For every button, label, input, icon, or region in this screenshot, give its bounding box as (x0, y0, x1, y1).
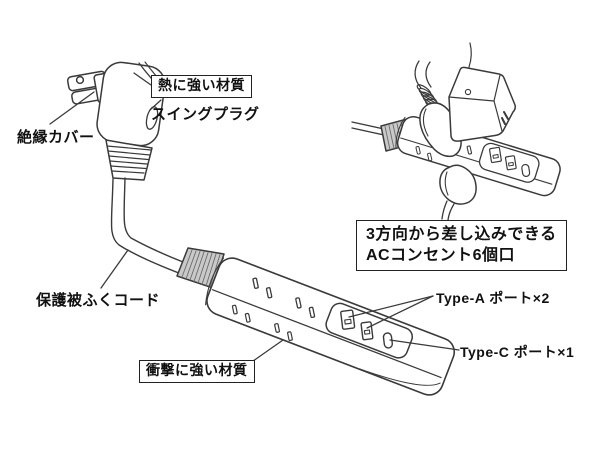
plug-body (439, 164, 477, 205)
leader-swing-plug (149, 99, 162, 111)
outlet-slot (231, 304, 238, 315)
outlet-slot (265, 287, 273, 299)
leader-heat-resistant (133, 72, 152, 86)
outlet-slots-side (231, 304, 293, 342)
front-plug (439, 164, 477, 221)
outlet-callout-line1: 3方向から差し込みできる (366, 226, 557, 243)
outlet-slot (466, 145, 473, 155)
strip-end-cap (205, 257, 225, 306)
leader-protective-cord (100, 249, 129, 289)
insulation-cover-label: 絶縁カバー (17, 129, 95, 146)
strip-base-line (359, 368, 441, 386)
outlet-slot (252, 277, 259, 289)
type-c-port-label: Type-C ポート×1 (460, 344, 575, 360)
type-a-port-label: Type-A ポート×2 (436, 290, 550, 306)
plug-seam (422, 108, 429, 137)
outlet-slot (274, 323, 280, 333)
front-plug-cord (447, 203, 455, 221)
protective-cord-label: 保護被ふくコード (36, 292, 161, 309)
outlet-slots-top (252, 277, 316, 319)
swing-plug-label: スイングプラグ (151, 106, 260, 123)
leader-insulation-cover (49, 91, 95, 125)
strain-relief-ribs (106, 145, 152, 174)
mini-usb-panel (478, 142, 540, 183)
front-plug-cord (441, 200, 448, 220)
adapter-cord (468, 42, 472, 68)
usb-panel (325, 302, 414, 359)
prong-hole-icon (75, 75, 85, 85)
outlet-slot (287, 331, 293, 342)
outlet-slot (427, 152, 433, 162)
usb-a-port (488, 146, 502, 164)
usb-c-port (521, 163, 531, 178)
outlet-slot (295, 297, 302, 309)
outlet-slot (308, 306, 316, 319)
mini-cord (351, 121, 385, 136)
outlet-callout-box: 3方向から差し込みできる ACコンセント6個口 (356, 220, 567, 272)
wall-adapter (448, 42, 516, 142)
power-strip-illustration (205, 257, 456, 396)
adapter-outline (448, 66, 516, 142)
adapter-edge (493, 74, 501, 102)
leader-type-a-2 (366, 295, 434, 329)
strip-edge-line (211, 289, 442, 379)
adapter-seam-marks (501, 111, 509, 125)
usb-a-port (360, 321, 374, 341)
outlet-callout-line2: ACコンセント6個口 (366, 247, 516, 265)
outlet-slot (415, 146, 421, 155)
usb-a-port (504, 155, 517, 171)
plug-side-hole-icon (145, 106, 159, 130)
adapter-notch-icon (464, 88, 472, 96)
leader-type-a-1 (348, 295, 434, 318)
adapter-edge (493, 100, 503, 132)
leader-type-c (389, 339, 460, 351)
multi-direction-usage-illustration (351, 42, 561, 221)
heat-resistant-tag: 熱に強い材質 (151, 75, 252, 98)
leader-lines (49, 72, 460, 367)
plug-seam (444, 171, 449, 196)
usb-a-port (340, 309, 356, 330)
shock-resistant-tag: 衝撃に強い材質 (139, 360, 255, 383)
strain-relief (105, 139, 153, 181)
power-cord (110, 177, 197, 279)
outlet-slot (244, 312, 251, 323)
adapter-edge (448, 96, 495, 102)
